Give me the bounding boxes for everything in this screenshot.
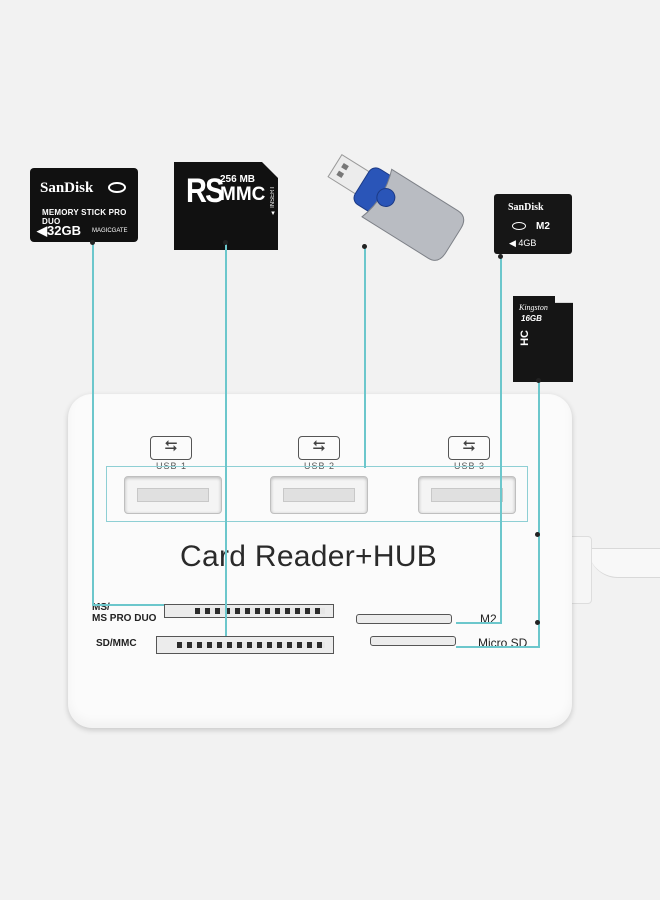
rsmmc-rs: RS bbox=[186, 172, 224, 210]
ms-slot-label: MS/ MS PRO DUO bbox=[92, 602, 157, 624]
usb-icon: ⮀ bbox=[150, 436, 192, 460]
microsd-capacity: 16GB bbox=[521, 314, 542, 323]
usb-callout-line bbox=[364, 248, 366, 468]
usb-callout-frame bbox=[106, 466, 528, 522]
microsd-hc: HC bbox=[519, 330, 531, 346]
usb-cable bbox=[588, 548, 660, 578]
m2-brand: SanDisk bbox=[508, 202, 544, 213]
usb-icon: ⮀ bbox=[298, 436, 340, 460]
rsmmc-mmc: MMC bbox=[220, 184, 266, 205]
card-reader-hub bbox=[68, 394, 572, 728]
ms-magicgate: MAGICGATE bbox=[92, 228, 128, 234]
m2-type: M2 bbox=[536, 221, 550, 232]
m2-slot-label: M2 bbox=[480, 612, 497, 626]
usb-icon: ⮀ bbox=[448, 436, 490, 460]
usb-port-3 bbox=[418, 476, 516, 514]
m2-capacity: ◀ 4GB bbox=[509, 238, 537, 248]
usb-port-2 bbox=[270, 476, 368, 514]
rsmmc-insert: ▲ INSERT bbox=[270, 186, 276, 216]
rsmmc-callout-line bbox=[225, 244, 227, 636]
usb-flash-drive-image bbox=[327, 154, 465, 261]
rsmmc-capacity: 256 MB bbox=[220, 174, 256, 185]
m2-card: SanDisk M2 ◀ 4GB bbox=[494, 194, 572, 254]
memory-stick-pro-duo-card: SanDisk MEMORY STICK PRO DUO ◀32GB MAGIC… bbox=[30, 168, 138, 242]
microsd-card: Kingston 16GB HC bbox=[513, 296, 573, 382]
sandisk-logo-icon bbox=[512, 222, 526, 230]
microsd-slot bbox=[370, 636, 456, 646]
led-indicator bbox=[535, 532, 540, 537]
sd-slot-label: SD/MMC bbox=[96, 638, 137, 649]
microsd-slot-label: Micro SD bbox=[478, 636, 528, 650]
ms-brand: SanDisk bbox=[40, 180, 94, 196]
sandisk-logo-icon bbox=[108, 182, 126, 193]
rs-mmc-card: RS 256 MB MMC ▲ INSERT bbox=[174, 162, 278, 250]
ms-slot bbox=[164, 604, 334, 618]
usb-port-1 bbox=[124, 476, 222, 514]
microsd-callout-line bbox=[538, 382, 540, 646]
ms-callout-line bbox=[92, 244, 94, 604]
m2-callout-line bbox=[500, 258, 502, 622]
hub-title: Card Reader+HUB bbox=[180, 540, 438, 573]
m2-slot bbox=[356, 614, 452, 624]
sd-slot bbox=[156, 636, 334, 654]
microsd-brand: Kingston bbox=[519, 303, 548, 312]
ms-capacity: ◀32GB bbox=[37, 223, 81, 238]
cable-connector bbox=[568, 536, 592, 604]
ms-type: MEMORY STICK PRO DUO bbox=[42, 208, 127, 226]
